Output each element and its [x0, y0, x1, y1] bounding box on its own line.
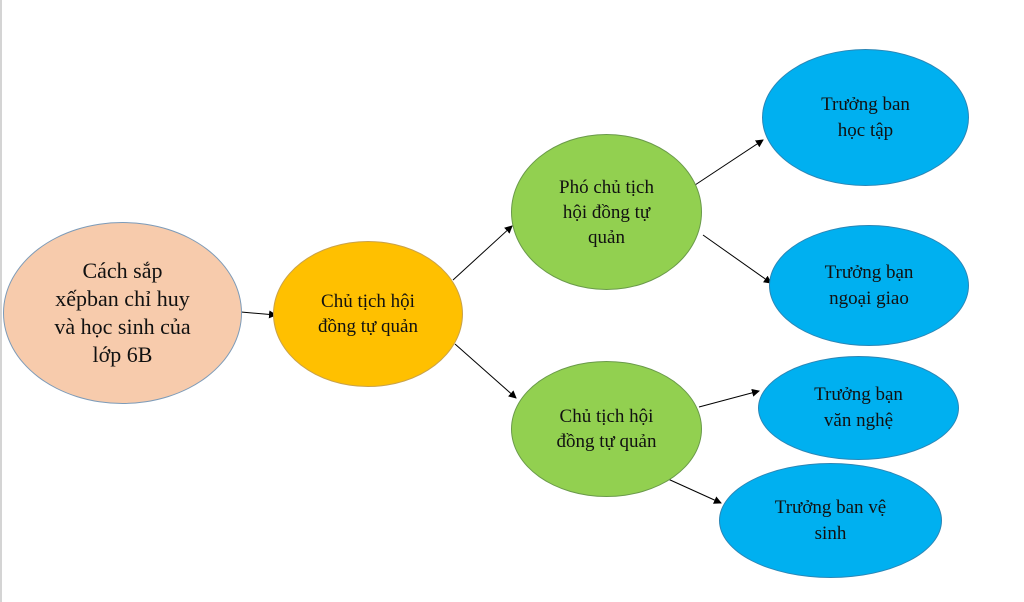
- chair-node: Chủ tịch hội đồng tự quản: [273, 241, 463, 387]
- hygiene-head-node: Trưởng ban vệ sinh: [719, 463, 942, 578]
- arts-head-node: Trưởng bạn văn nghệ: [758, 356, 959, 460]
- root-line-1: Cách sắp: [82, 258, 163, 283]
- vice-line-3: quản: [588, 226, 625, 248]
- external-line-2: ngoại giao: [829, 287, 909, 309]
- chair-lower-node: Chủ tịch hội đồng tự quản: [511, 361, 702, 497]
- root-line-2: xếpban chỉ huy: [55, 286, 190, 311]
- chair-line-1: Chủ tịch hội: [321, 291, 415, 312]
- root-line-3: và học sinh của: [54, 314, 191, 339]
- root-node: Cách sắp xếpban chỉ huy và học sinh của …: [3, 222, 242, 404]
- arrow-root-to-chair: [240, 310, 277, 319]
- arts-line-1: Trưởng bạn: [814, 384, 903, 405]
- arrow-chair-lower-to-arts: [698, 388, 760, 408]
- arrow-chair-to-vice: [452, 225, 513, 281]
- arts-line-2: văn nghệ: [823, 410, 894, 431]
- arrow-vice-to-external: [702, 234, 772, 284]
- hygiene-line-1: Trưởng ban vệ: [774, 496, 887, 518]
- arrow-chair-lower-to-hygiene: [667, 478, 722, 504]
- external-head-node: Trưởng bạn ngoại giao: [769, 225, 969, 346]
- hygiene-line-2: sinh: [814, 522, 847, 544]
- vice-chair-node: Phó chủ tịch hội đồng tự quản: [511, 134, 702, 290]
- vice-line-1: Phó chủ tịch: [559, 176, 654, 198]
- vice-line-2: hội đồng tự: [562, 201, 651, 223]
- left-border: [0, 0, 2, 602]
- external-line-1: Trưởng bạn: [824, 261, 914, 283]
- chair-lower-line-2: đồng tự quản: [556, 431, 657, 452]
- study-head-node: Trưởng ban học tập: [762, 49, 969, 186]
- chair-line-2: đồng tự quản: [317, 316, 418, 337]
- root-line-4: lớp 6B: [92, 342, 153, 367]
- arrow-chair-to-chair-lower: [454, 343, 517, 399]
- study-line-1: Trưởng ban: [821, 93, 910, 115]
- chair-lower-line-1: Chủ tịch hội: [559, 406, 654, 427]
- arrow-vice-to-study: [694, 139, 764, 186]
- study-line-2: học tập: [837, 119, 894, 141]
